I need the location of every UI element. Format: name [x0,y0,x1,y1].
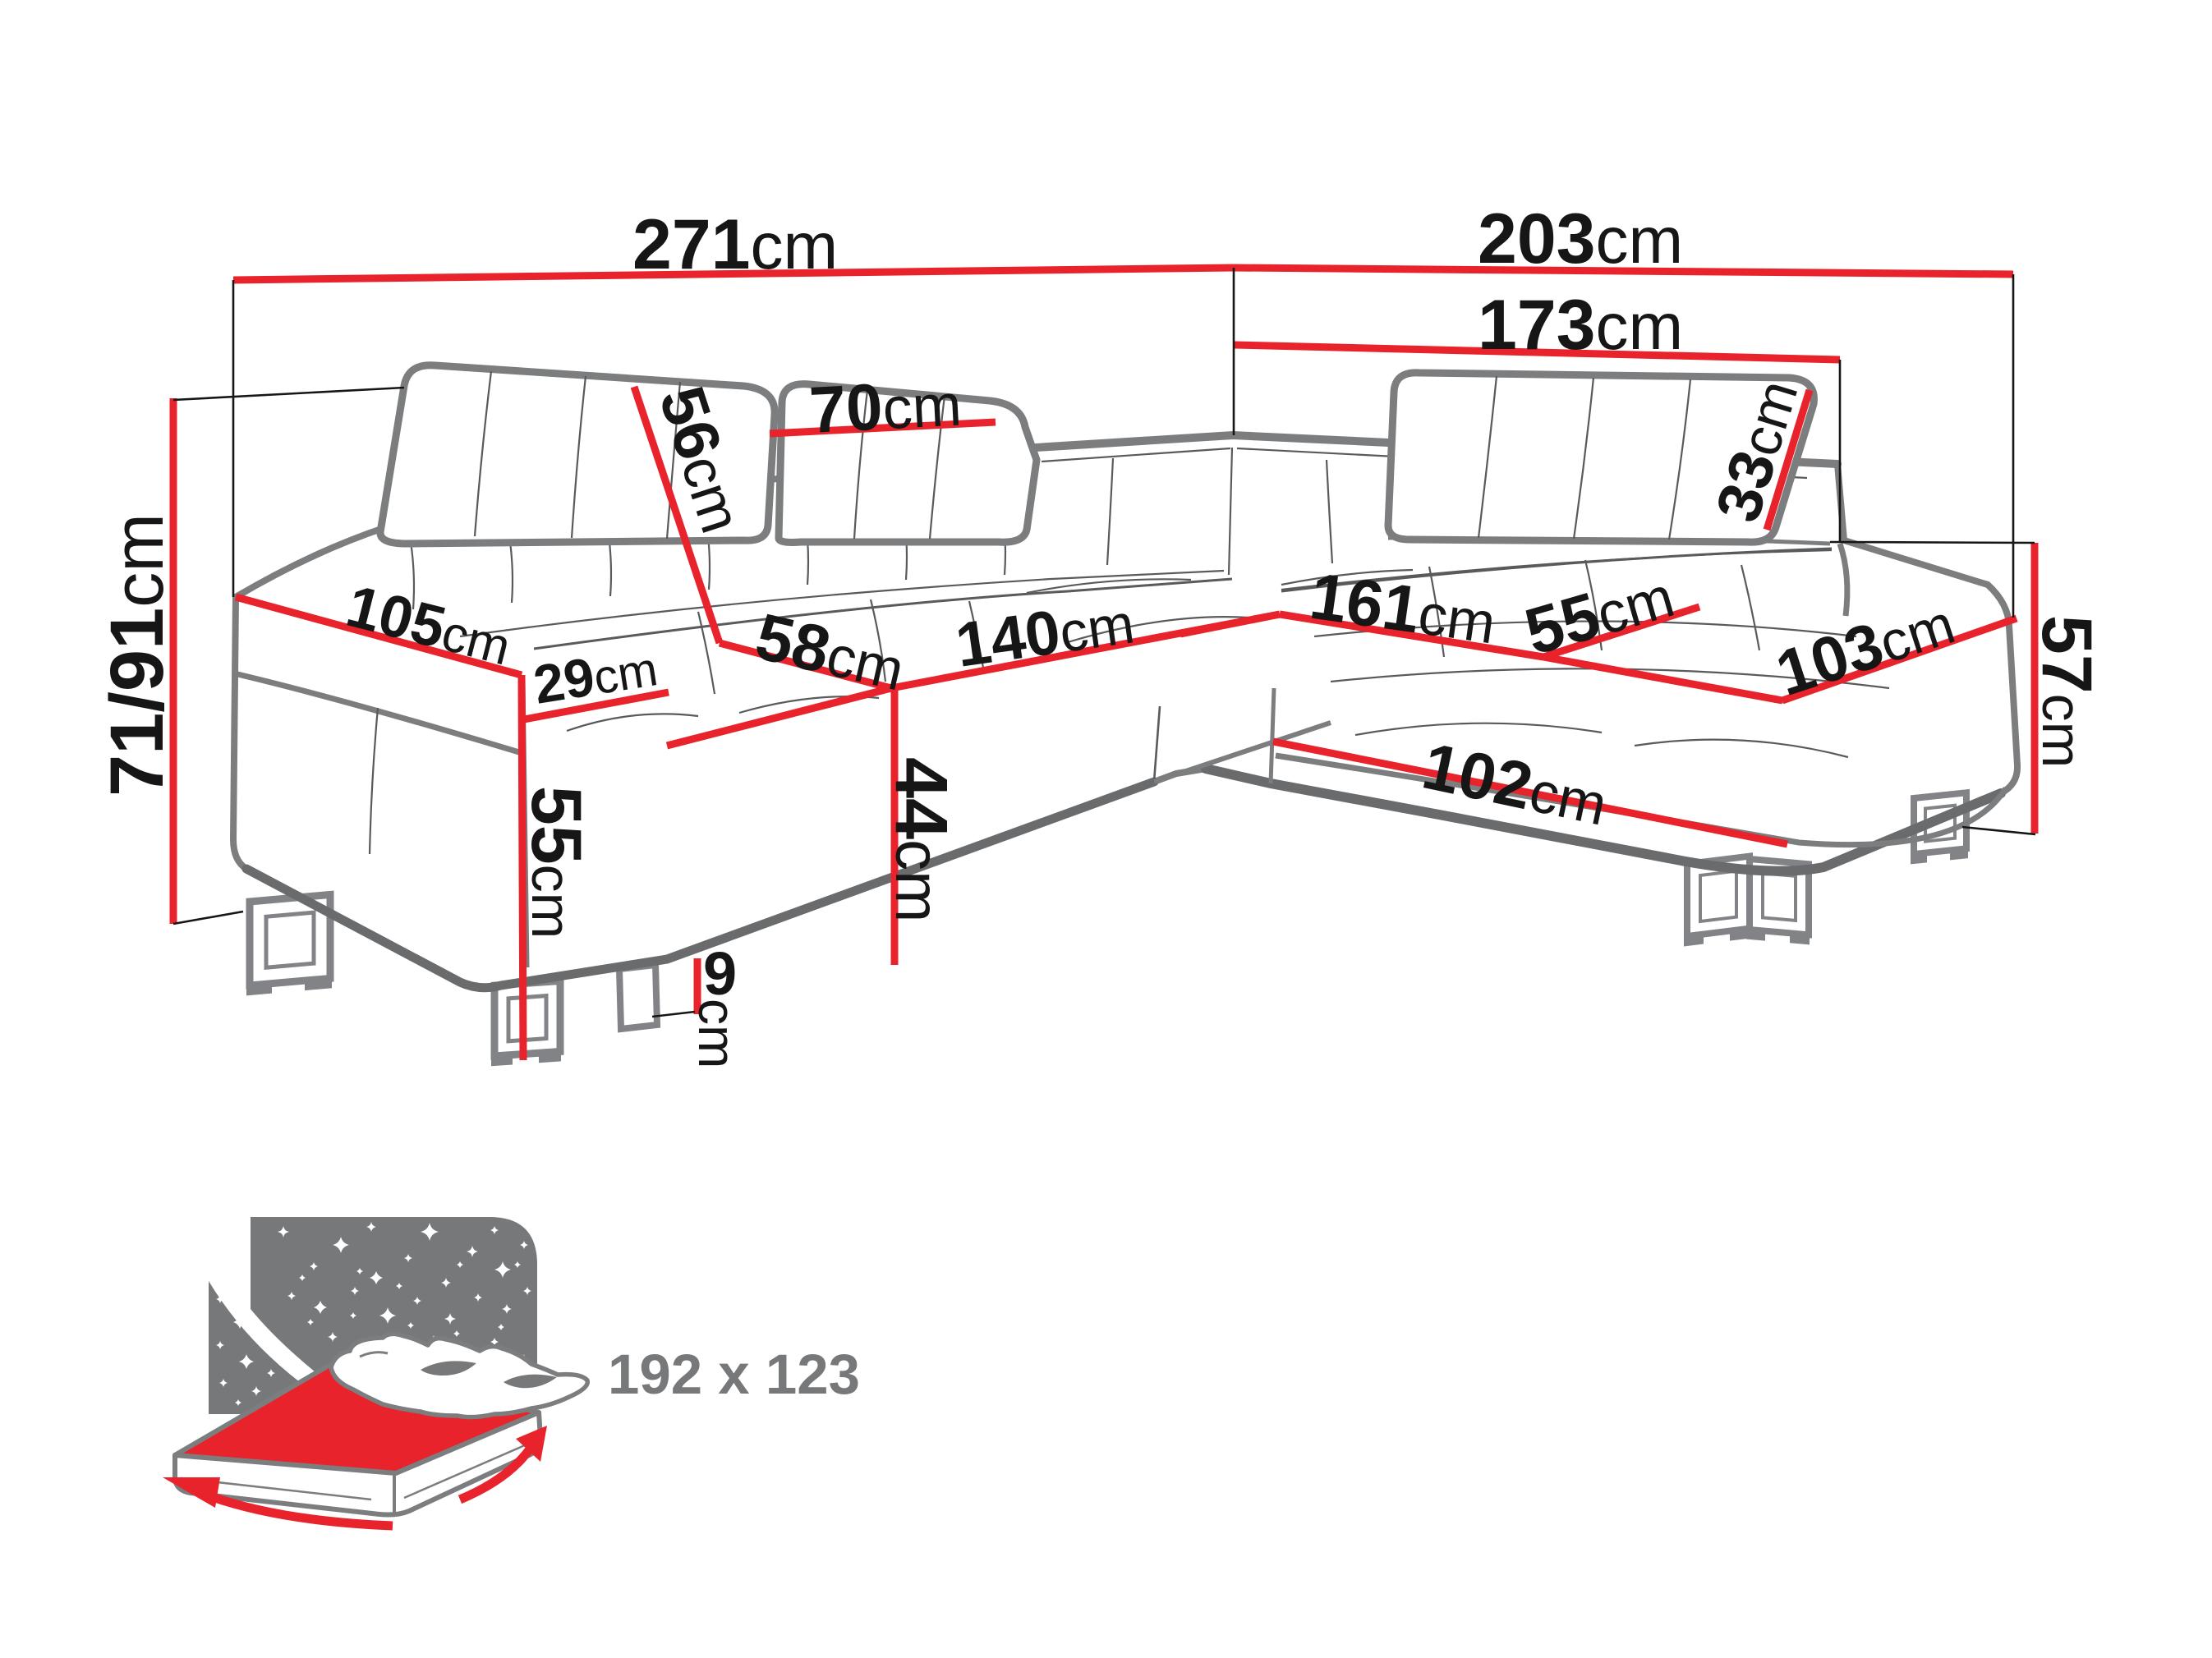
svg-text:9: 9 [703,939,737,1008]
svg-text:57cm: 57cm [2027,615,2106,768]
svg-text:70cm: 70cm [807,365,963,447]
svg-text:192 x 123: 192 x 123 [608,1343,860,1406]
svg-text:271cm: 271cm [632,205,838,284]
svg-text:cm: cm [688,999,747,1068]
svg-text:161cm: 161cm [1306,559,1501,658]
svg-text:71/91cm: 71/91cm [95,513,179,797]
svg-text:140cm: 140cm [952,586,1138,680]
svg-text:29cm: 29cm [530,636,661,715]
svg-text:203cm: 203cm [1478,200,1683,278]
svg-text:44cm: 44cm [880,757,962,922]
svg-text:58cm: 58cm [749,599,912,705]
svg-text:173cm: 173cm [1478,286,1683,365]
svg-text:55cm: 55cm [517,786,596,939]
